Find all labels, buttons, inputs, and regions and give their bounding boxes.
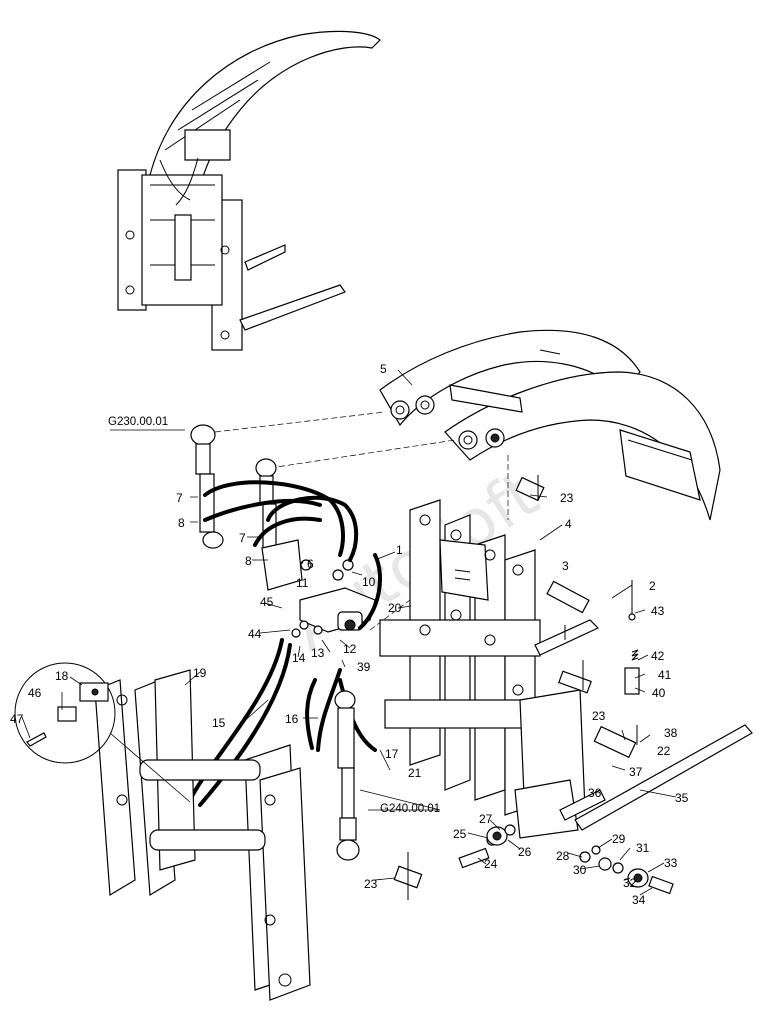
callout-8b: 8	[245, 554, 252, 568]
callout-12: 12	[343, 642, 357, 656]
callout-41: 41	[658, 668, 672, 682]
callout-13: 13	[311, 646, 325, 660]
callout-8a: 8	[178, 516, 185, 530]
callout-21: 21	[408, 766, 422, 780]
callout-10: 10	[362, 575, 376, 589]
valve-block	[261, 539, 376, 638]
assembled-overview	[117, 30, 381, 351]
callout-19: 19	[193, 666, 207, 680]
callout-23c: 23	[364, 877, 378, 891]
lower-cylinder	[334, 690, 360, 861]
callout-42: 42	[651, 649, 665, 663]
callout-35: 35	[675, 791, 689, 805]
callout-23b: 23	[592, 709, 606, 723]
callout-28: 28	[556, 849, 570, 863]
callout-11: 11	[296, 576, 309, 590]
lower-cylinder-ref: G240.00.01	[380, 803, 440, 815]
callout-30: 30	[573, 863, 587, 877]
callout-44: 44	[248, 627, 262, 641]
callout-20: 20	[388, 601, 402, 615]
detail-bubble	[14, 662, 191, 803]
leader-lines	[21, 369, 677, 896]
callout-17: 17	[385, 747, 399, 761]
callout-16: 16	[285, 712, 299, 726]
callout-18: 18	[55, 669, 69, 683]
callout-46: 46	[28, 686, 42, 700]
callout-14: 14	[292, 651, 306, 665]
callout-43: 43	[651, 604, 665, 618]
callout-37: 37	[629, 765, 643, 779]
callout-40: 40	[652, 686, 666, 700]
rear-support-frame	[94, 669, 311, 1001]
callout-7b: 7	[239, 531, 246, 545]
callout-33: 33	[664, 856, 678, 870]
gripper-arm-assembly	[379, 329, 721, 521]
callout-5: 5	[380, 362, 387, 376]
callout-45: 45	[260, 595, 274, 609]
callout-25: 25	[453, 827, 467, 841]
callout-27: 27	[479, 812, 493, 826]
callout-47: 47	[10, 712, 24, 726]
callout-22: 22	[657, 744, 671, 758]
hydraulic-hoses	[188, 480, 382, 807]
callout-labels: 1 2 3 4 5 6 7 7 8 8 10 11 12 13 14 15 16…	[10, 362, 689, 907]
callout-4: 4	[565, 517, 572, 531]
roller-assembly	[458, 824, 674, 895]
callout-7a: 7	[176, 491, 183, 505]
callout-32: 32	[623, 876, 637, 890]
callout-36: 36	[588, 786, 602, 800]
main-fork-frame	[379, 499, 753, 839]
callout-2: 2	[649, 579, 656, 593]
callout-24: 24	[484, 857, 498, 871]
callout-3: 3	[562, 559, 569, 573]
small-parts	[393, 475, 640, 900]
callout-26: 26	[518, 845, 532, 859]
callout-34: 34	[632, 893, 646, 907]
callout-6: 6	[307, 557, 314, 571]
callout-29: 29	[612, 832, 626, 846]
callout-23a: 23	[560, 491, 574, 505]
callout-39: 39	[357, 660, 371, 674]
callout-1: 1	[396, 543, 403, 557]
callout-38: 38	[664, 726, 678, 740]
callout-15: 15	[212, 716, 226, 730]
upper-cylinder-ref: G230.00.01	[108, 416, 168, 428]
callout-31: 31	[636, 841, 650, 855]
